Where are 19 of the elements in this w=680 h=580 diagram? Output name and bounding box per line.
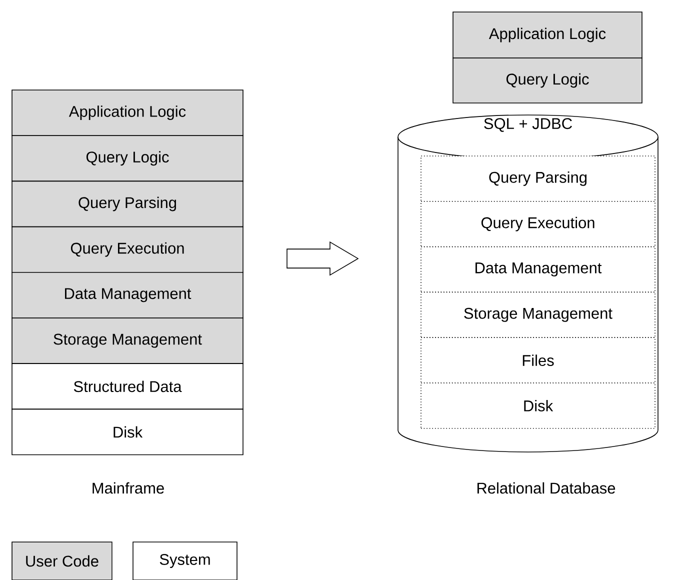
layer-box: Application Logic — [452, 12, 642, 58]
layer-box: Storage Management — [420, 292, 656, 338]
layer-box: Structured Data — [12, 363, 244, 410]
layer-box: Query Execution — [12, 226, 244, 273]
layer-box: Disk — [420, 382, 656, 429]
layer-box: Query Parsing — [420, 156, 656, 202]
layer-box: Data Management — [12, 272, 244, 318]
layer-box: Query Execution — [420, 200, 656, 248]
layer-box: Query Logic — [452, 58, 642, 104]
layer-box: Storage Management — [12, 318, 244, 364]
layer-box: Data Management — [420, 246, 656, 293]
block-arrow — [286, 241, 359, 276]
layer-box: Files — [420, 337, 656, 384]
caption: Mainframe — [92, 482, 164, 494]
layer-box: Disk — [12, 408, 244, 456]
layer-box: Query Parsing — [12, 180, 244, 228]
layer-box: Query Logic — [12, 135, 244, 182]
layer-box: Application Logic — [12, 90, 244, 136]
caption: Relational Database — [477, 482, 616, 494]
